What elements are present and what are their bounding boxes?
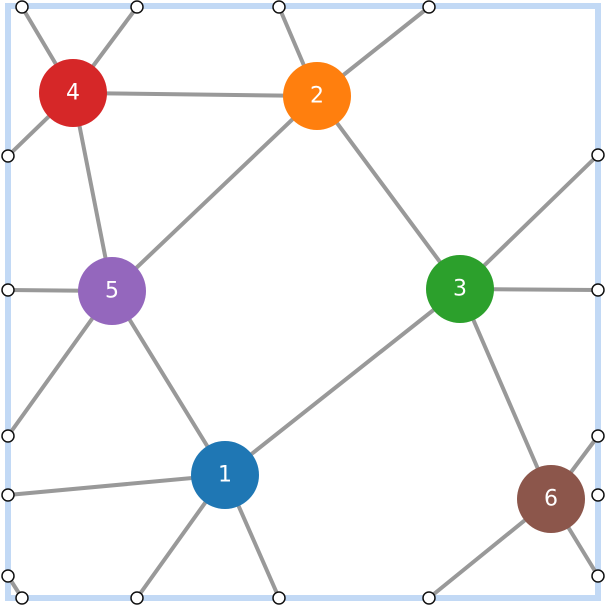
node-4: 4 xyxy=(39,59,107,127)
boundary-port-8 xyxy=(1,569,15,583)
node-label-3: 3 xyxy=(453,277,467,302)
boundary-port-16 xyxy=(591,488,605,502)
node-circle-5 xyxy=(78,257,146,325)
edge-2-5 xyxy=(110,94,319,293)
boundary-port-4 xyxy=(1,149,15,163)
node-label-4: 4 xyxy=(66,81,80,106)
node-circle-3 xyxy=(426,255,494,323)
boundary-port-14 xyxy=(591,283,605,297)
boundary-port-15 xyxy=(591,429,605,443)
node-6: 6 xyxy=(517,465,585,533)
node-5: 5 xyxy=(78,257,146,325)
edge-3-6 xyxy=(458,287,553,501)
boundary-port-0 xyxy=(15,0,29,14)
node-circle-1 xyxy=(191,441,259,509)
boundary-port-13 xyxy=(591,148,605,162)
node-circle-4 xyxy=(39,59,107,127)
boundary-port-17 xyxy=(591,569,605,583)
edge-2-3 xyxy=(315,94,462,291)
node-circle-2 xyxy=(283,62,351,130)
node-label-6: 6 xyxy=(544,487,558,512)
node-label-1: 1 xyxy=(218,463,232,488)
node-label-2: 2 xyxy=(310,84,324,109)
edge-3-1 xyxy=(223,287,462,477)
boundary-port-9 xyxy=(15,591,29,605)
boundary-port-3 xyxy=(422,0,436,14)
boundary-port-7 xyxy=(1,488,15,502)
boundary-port-5 xyxy=(1,283,15,297)
node-layer: 1 2 3 4 5 6 xyxy=(39,59,585,533)
edge-1-p7 xyxy=(6,473,227,497)
node-2: 2 xyxy=(283,62,351,130)
edge-4-2 xyxy=(71,91,319,98)
boundary-port-11 xyxy=(272,591,286,605)
boundary-port-1 xyxy=(130,0,144,14)
node-label-5: 5 xyxy=(105,279,119,304)
node-circle-6 xyxy=(517,465,585,533)
edge-5-1 xyxy=(110,289,227,477)
boundary-port-10 xyxy=(130,591,144,605)
node-1: 1 xyxy=(191,441,259,509)
node-3: 3 xyxy=(426,255,494,323)
boundary-frame xyxy=(5,3,601,601)
boundary-port-12 xyxy=(422,591,436,605)
boundary-port-6 xyxy=(1,429,15,443)
boundary-port-2 xyxy=(272,0,286,14)
